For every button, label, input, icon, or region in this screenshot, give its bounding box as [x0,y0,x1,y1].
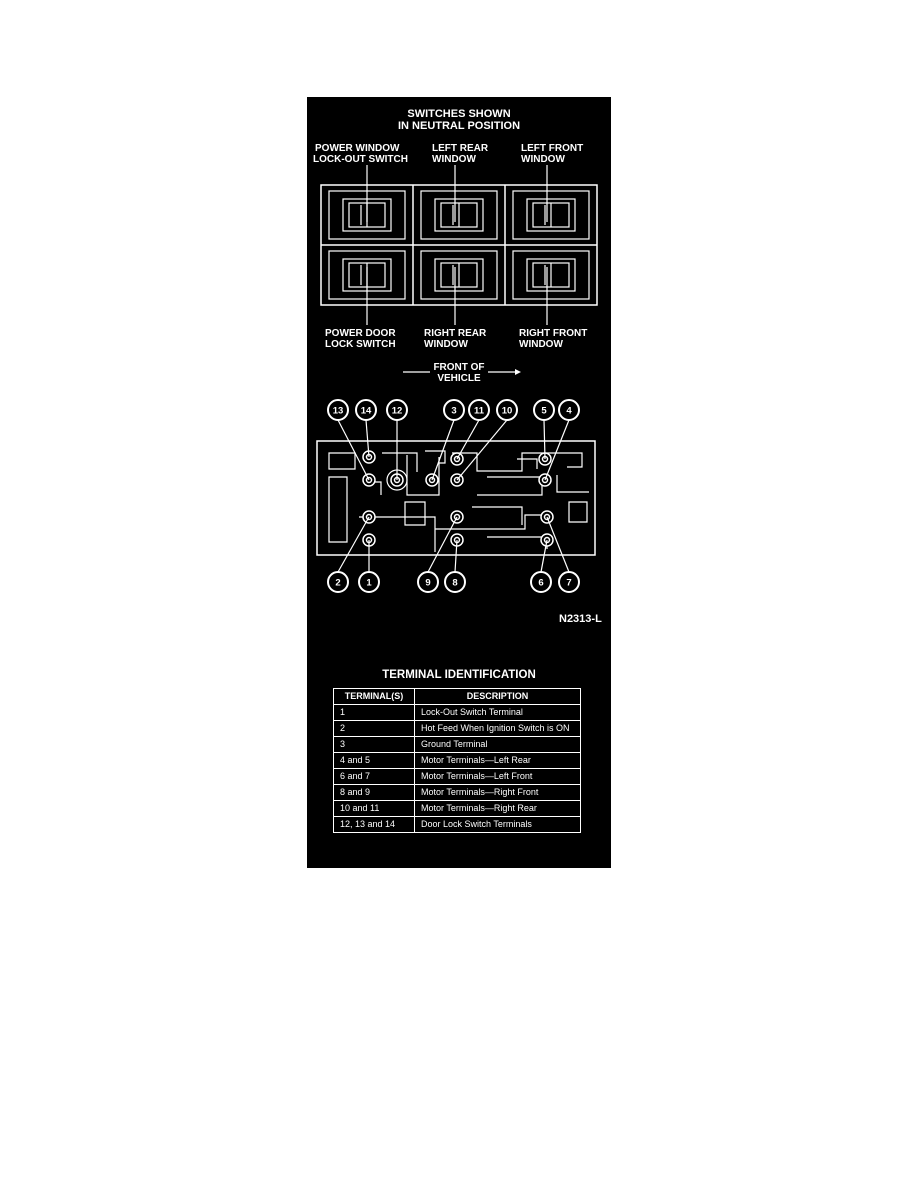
front-of-vehicle-2: VEHICLE [437,373,481,384]
diagram-panel: SWITCHES SHOWN IN NEUTRAL POSITION POWER… [307,97,611,868]
label-left-front-1: LEFT FRONT [521,143,583,154]
terminal-callout-11: 11 [456,399,490,460]
label-left-rear-2: WINDOW [432,154,476,165]
terminal-callout-12: 12 [386,399,408,480]
description-cell: Hot Feed When Ignition Switch is ON [414,720,581,737]
terminal-cell: 2 [333,720,415,737]
description-cell: Motor Terminals—Right Front [414,784,581,801]
terminal-callout-3: 3 [431,399,465,481]
header-terminals: TERMINAL(S) [333,688,415,705]
description-cell: Motor Terminals—Right Rear [414,800,581,817]
terminal-cell: 10 and 11 [333,800,415,817]
rocker-switch [512,190,590,240]
label-right-front-1: RIGHT FRONT [519,328,587,339]
description-cell: Door Lock Switch Terminals [414,816,581,833]
label-right-rear-1: RIGHT REAR [424,328,487,339]
terminal-callout-4: 4 [544,399,580,481]
description-cell: Ground Terminal [414,736,581,753]
terminal-cell: 3 [333,736,415,753]
callout-number: 6 [538,578,543,589]
label-left-rear-1: LEFT REAR [432,143,489,154]
terminal-callout-2: 2 [327,516,370,593]
callout-number: 5 [541,406,547,417]
callout-number: 13 [333,406,344,417]
title-line-2: IN NEUTRAL POSITION [398,120,520,132]
terminal-cell: 1 [333,704,415,721]
terminal-callout-8: 8 [444,539,466,593]
callout-number: 14 [361,406,372,417]
label-right-rear-2: WINDOW [424,339,468,350]
label-power-door-lock-1: POWER DOOR [325,328,396,339]
callout-number: 10 [502,406,513,417]
callout-number: 11 [474,406,485,417]
switch-diagram: SWITCHES SHOWN IN NEUTRAL POSITION POWER… [313,108,598,593]
terminal-callout-14: 14 [355,399,377,458]
terminal-callout-6: 6 [530,539,552,593]
label-power-door-lock-2: LOCK SWITCH [325,339,396,350]
terminal-cell: 4 and 5 [333,752,415,769]
label-right-front-2: WINDOW [519,339,563,350]
terminal-cell: 6 and 7 [333,768,415,785]
terminal-callout-9: 9 [417,516,458,593]
rocker-switch [512,250,590,300]
switch-grid [320,184,598,306]
terminal-cell: 8 and 9 [333,784,415,801]
terminal-callout-10: 10 [456,399,518,481]
callout-number: 3 [451,406,456,417]
header-description: DESCRIPTION [414,688,581,705]
arrow-right-icon [515,369,521,375]
callout-number: 4 [566,406,572,417]
callout-number: 9 [425,578,430,589]
terminal-callouts: 13 14 12 3 11 10 5 4 2 1 9 8 6 7 [327,399,580,593]
terminal-callout-7: 7 [546,516,580,593]
terminal-cell: 12, 13 and 14 [333,816,415,833]
callout-number: 7 [566,578,571,589]
label-power-window-lockout-2: LOCK-OUT SWITCH [313,154,408,165]
description-cell: Motor Terminals—Left Rear [414,752,581,769]
callout-number: 12 [392,406,403,417]
label-power-window-lockout-1: POWER WINDOW [315,143,400,154]
callout-number: 8 [452,578,457,589]
terminal-callout-13: 13 [327,399,370,481]
table-title: TERMINAL IDENTIFICATION [382,669,536,681]
description-cell: Lock-Out Switch Terminal [414,704,581,721]
terminal-callout-1: 1 [358,540,380,593]
rocker-switch [420,190,498,240]
figure-code: N2313-L [559,613,602,625]
rocker-switch [420,250,498,300]
label-left-front-2: WINDOW [521,154,565,165]
front-of-vehicle-1: FRONT OF [433,362,484,373]
title-line-1: SWITCHES SHOWN [407,108,510,120]
terminal-callout-5: 5 [533,399,555,460]
description-cell: Motor Terminals—Left Front [414,768,581,785]
callout-number: 2 [335,578,340,589]
callout-number: 1 [366,578,372,589]
table-header-row: TERMINAL(S) DESCRIPTION [333,688,581,705]
